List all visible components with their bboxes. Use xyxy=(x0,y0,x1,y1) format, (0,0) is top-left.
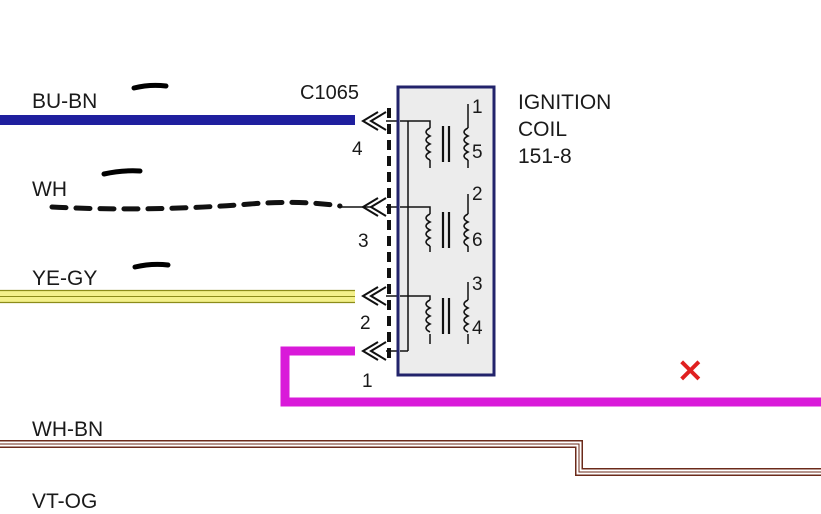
handwritten-mark xyxy=(101,168,143,177)
coil-winding-3 xyxy=(425,298,470,334)
component-part-number: 151-8 xyxy=(518,145,572,168)
pin-number-2: 2 xyxy=(360,313,371,334)
wire-wh-bn-stripe xyxy=(0,443,821,473)
coil-pin-2: 2 xyxy=(472,184,483,205)
handwritten-mark xyxy=(132,261,171,270)
pin-number-4: 4 xyxy=(352,139,363,160)
coil-pin-6: 6 xyxy=(472,230,483,251)
coil-pin-1: 1 xyxy=(472,97,483,118)
component-name-line1: IGNITION xyxy=(518,91,611,114)
wire-label-wh-bn: WH-BN xyxy=(32,418,103,441)
pin-terminal-2 xyxy=(361,286,400,306)
connector-label: C1065 xyxy=(300,82,359,104)
wire-vt xyxy=(280,346,821,407)
wire-label-ye-gy: YE-GY xyxy=(32,267,97,290)
coil-winding-2 xyxy=(425,212,470,248)
wire-wh xyxy=(49,199,343,212)
pin-number-1: 1 xyxy=(362,371,373,392)
wire-label-bu-bn: BU-BN xyxy=(32,90,97,113)
coil-pin-5: 5 xyxy=(472,142,483,163)
coil-winding-1 xyxy=(425,126,470,162)
coil-internal-wiring xyxy=(400,104,469,352)
wire-label-vt-og: VT-OG xyxy=(32,490,97,513)
wire-label-wh: WH xyxy=(32,178,67,201)
pin-terminal-1 xyxy=(361,341,400,361)
pin-number-3: 3 xyxy=(358,231,369,252)
coil-pin-4: 4 xyxy=(472,318,483,339)
coil-pin-3: 3 xyxy=(472,274,483,295)
handwritten-mark xyxy=(131,82,169,91)
wire-wh-bn xyxy=(0,440,821,476)
marker-x: × xyxy=(676,350,705,390)
pin-terminal-4 xyxy=(361,111,400,131)
component-name-line2: COIL xyxy=(518,118,567,141)
wire-wh-bn-core xyxy=(0,441,821,475)
ignition-coil-box xyxy=(396,85,496,377)
wire-bu-bn xyxy=(0,115,355,125)
